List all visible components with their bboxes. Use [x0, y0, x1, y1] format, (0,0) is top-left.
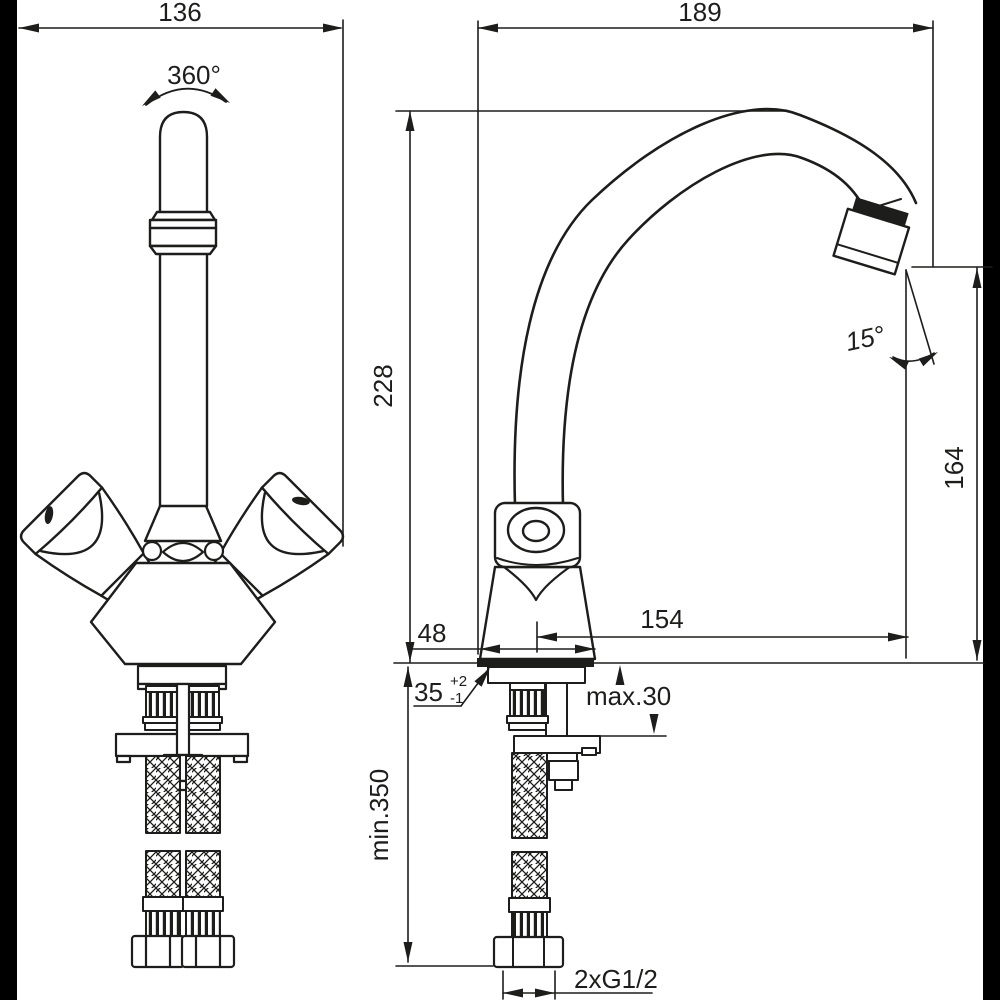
- handle-index-mark: [291, 496, 310, 506]
- handle-right: [212, 471, 345, 604]
- label-hose-length: min.350: [364, 769, 394, 862]
- label-total-height: 228: [368, 364, 398, 407]
- label-mounting-hole: 35: [414, 677, 443, 707]
- front-view: 136 360°: [18, 0, 345, 969]
- dimension-overall-width: [18, 19, 344, 547]
- riser-pipe: [158, 110, 209, 508]
- handle-index-mark: [44, 506, 54, 525]
- right-frame-bar: [983, 0, 1000, 1000]
- pipe-base-flare: [143, 504, 223, 543]
- body-cap-side: [493, 501, 582, 569]
- swivel-arc-icon: [142, 87, 230, 106]
- arrow-left-icon: [19, 23, 39, 33]
- dimension-deck-thickness: [599, 665, 667, 737]
- left-frame-bar: [0, 0, 17, 1000]
- dimension-thread: [502, 970, 653, 1000]
- handle-left: [19, 471, 152, 604]
- dimension-mounting-hole: [413, 668, 490, 707]
- spout-aerator: [832, 197, 911, 276]
- dimension-reach-from-axis: [536, 621, 909, 653]
- supply-hoses-front: [142, 755, 224, 937]
- dimension-outlet-height: [911, 266, 993, 661]
- arrow-right-icon: [323, 23, 343, 33]
- side-view: 189 228 164 154: [364, 0, 993, 1000]
- spout-collar: [148, 210, 218, 256]
- base-gasket: [477, 658, 594, 667]
- body-garland-line: [498, 562, 576, 602]
- outlet-angle-annotation: [889, 269, 938, 659]
- label-spout-reach: 189: [678, 0, 721, 27]
- faucet-body-front: [89, 561, 277, 666]
- label-overall-width: 136: [158, 0, 201, 27]
- label-swivel-angle: 360°: [167, 60, 221, 90]
- dimension-hose-length: [395, 666, 494, 967]
- label-base-width: 48: [418, 618, 447, 648]
- label-outlet-height: 164: [939, 446, 969, 489]
- dimension-spout-reach: [477, 20, 934, 655]
- spout: [513, 107, 918, 508]
- hose-nuts-front: [130, 934, 236, 969]
- label-thread: 2xG1/2: [574, 964, 658, 994]
- dimension-total-height: [395, 110, 787, 663]
- body-cap-details: [141, 540, 225, 563]
- label-outlet-angle: 15°: [843, 319, 888, 357]
- label-deck-thickness: max.30: [586, 681, 671, 711]
- label-mounting-hole-plus: +2: [450, 673, 467, 690]
- dimension-base-width: [407, 644, 596, 654]
- label-reach-from-axis: 154: [640, 604, 683, 634]
- label-mounting-hole-minus: -1: [450, 690, 463, 707]
- supply-hose-side: [492, 752, 565, 969]
